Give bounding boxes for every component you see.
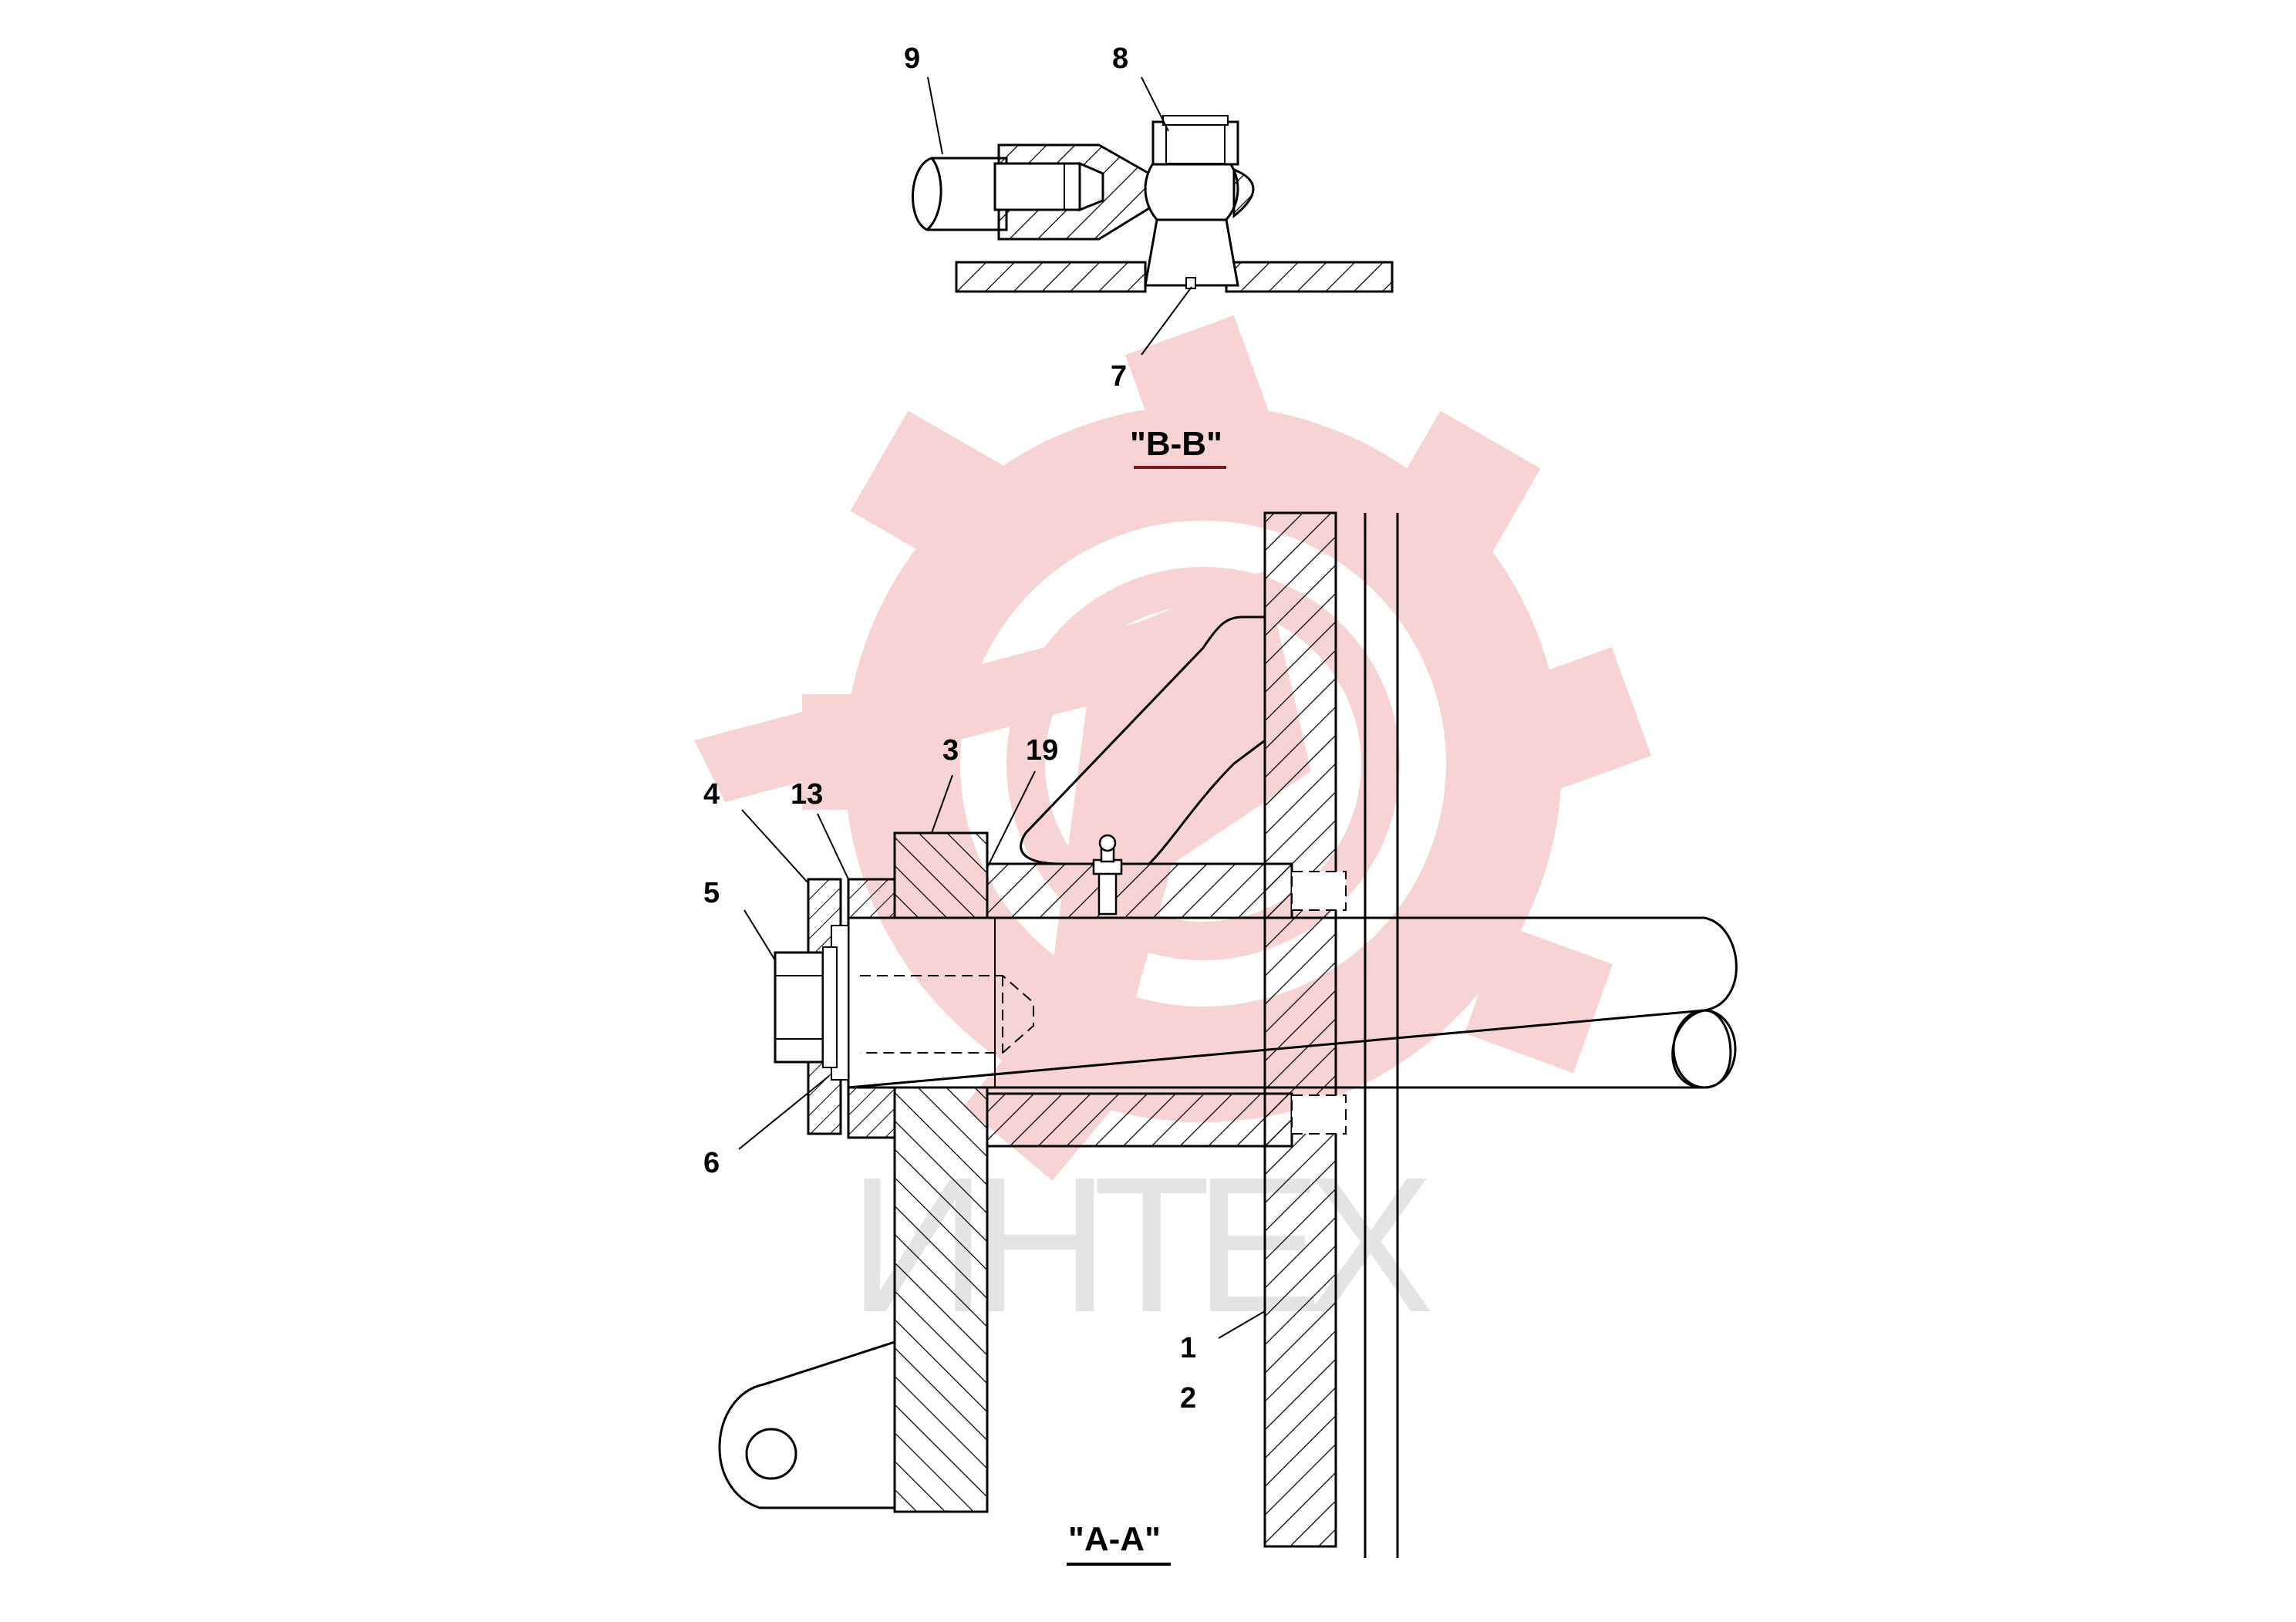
callout-2: 2 (1180, 1382, 1196, 1415)
frame-plate (1263, 511, 1337, 1548)
lever-eye (718, 1340, 895, 1509)
callout-5: 5 (703, 877, 720, 909)
section-label-b-b: "B-B" (1130, 425, 1222, 463)
section-b-b-view: 9 8 7 (904, 42, 1394, 393)
bushing-housing-bottom (986, 1092, 1293, 1148)
callout-19: 19 (1026, 734, 1058, 767)
grease-fitting (1092, 834, 1123, 916)
callout-3: 3 (942, 734, 959, 767)
base-plate-right (1225, 261, 1394, 293)
callout-7: 7 (1111, 360, 1127, 393)
section-a-a-view: 4 13 3 19 5 6 1 2 (703, 511, 1738, 1558)
callout-4: 4 (703, 778, 720, 811)
gusset-bracket (1020, 615, 1265, 865)
bushing-housing-top (986, 862, 1293, 919)
gear-inner-ring (1006, 567, 1400, 960)
callout-9: 9 (904, 42, 920, 75)
stud-7 (1144, 218, 1239, 287)
callout-6: 6 (703, 1147, 720, 1179)
gear-arrow (694, 609, 1219, 802)
section-label-a-a: "A-A" (1068, 1520, 1161, 1558)
callout-1: 1 (1180, 1332, 1196, 1364)
gear-ring (845, 405, 1562, 1122)
callout-8: 8 (1112, 42, 1128, 75)
callout-13: 13 (791, 778, 823, 811)
washer-13 (847, 878, 896, 919)
rod-9 (912, 157, 1008, 231)
bolt-5 (774, 946, 838, 1068)
lever-arm-3-lower (893, 1086, 989, 1513)
lever-arm-3 (893, 831, 989, 919)
base-plate-left (955, 261, 1147, 293)
